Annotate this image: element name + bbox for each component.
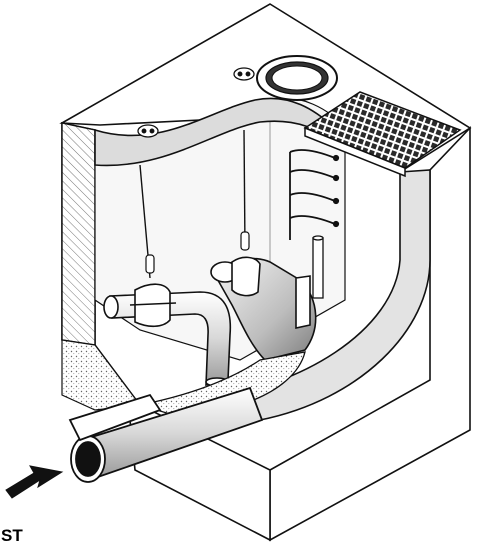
flow-direction-arrow bbox=[5, 465, 64, 499]
pipe-clamp-left bbox=[129, 283, 177, 328]
lifting-eye-front bbox=[137, 124, 159, 138]
pipe-clamp-right bbox=[231, 256, 311, 329]
outflow-label: ST bbox=[1, 526, 23, 544]
turnbuckles bbox=[145, 231, 250, 274]
step-irons bbox=[289, 149, 340, 240]
floor-channel bbox=[139, 351, 306, 421]
lifting-eye-top bbox=[233, 67, 255, 81]
grating bbox=[303, 91, 462, 178]
left-wall-section bbox=[61, 122, 142, 411]
manhole-cover bbox=[256, 55, 338, 101]
vent-pipe bbox=[312, 235, 324, 299]
outflow-pipe bbox=[68, 386, 264, 483]
